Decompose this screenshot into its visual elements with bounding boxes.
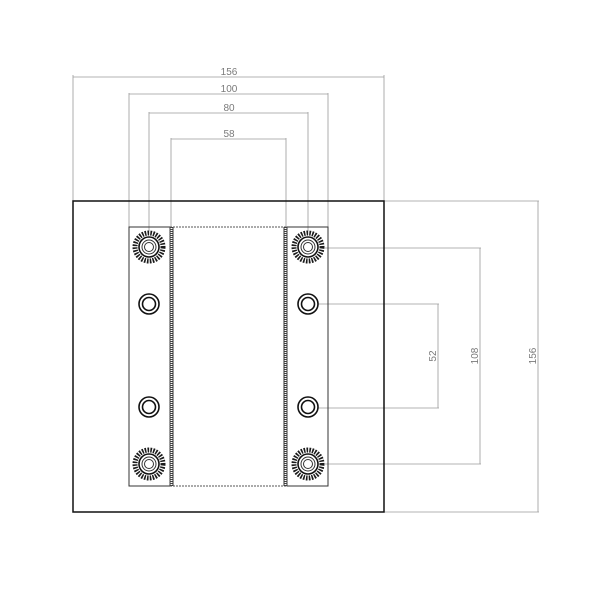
knurl-ring	[291, 230, 325, 264]
dim-label-58: 58	[223, 129, 235, 140]
dimension-inner-holes: 52	[318, 303, 439, 409]
dim-label-80: 80	[223, 103, 235, 114]
hole-mid-lower-right	[297, 396, 319, 418]
knurl-ring	[132, 230, 166, 264]
hole-inner-ring	[300, 239, 316, 255]
dimension-outer-height: 156	[384, 200, 539, 513]
left-mounting-strip	[128, 226, 171, 487]
top-dimensions: 156 100 80 58	[72, 67, 385, 231]
knurled-hole-top-right	[291, 230, 325, 264]
hole-bore	[144, 242, 154, 252]
mount-assembly	[128, 226, 329, 487]
hole-inner-ring	[300, 296, 316, 312]
hole-inner-ring	[300, 399, 316, 415]
hole-bore	[303, 459, 313, 469]
knurled-hole-bottom-right	[291, 447, 325, 481]
right-dimensions: 52 108 156	[318, 200, 539, 513]
hole-mid-upper-left	[138, 293, 160, 315]
base-plate	[72, 200, 385, 513]
dimension-inner-width: 58	[170, 129, 287, 227]
hole-mid-lower-left	[138, 396, 160, 418]
holes	[132, 230, 325, 481]
dim-label-108: 108	[470, 347, 481, 364]
hole-bore	[144, 459, 154, 469]
dimension-outer-holes: 108	[325, 247, 481, 465]
outer-plate-outline	[72, 200, 385, 513]
dimension-strip-outer: 100	[128, 84, 329, 227]
knurl-ring	[291, 447, 325, 481]
dimension-hole-spacing: 80	[148, 103, 309, 231]
hole-mid-upper-right	[297, 293, 319, 315]
knurled-hole-bottom-left	[132, 447, 166, 481]
knurled-hole-top-left	[132, 230, 166, 264]
hole-inner-ring	[300, 456, 316, 472]
hole-bore	[303, 242, 313, 252]
knurl-ring	[132, 447, 166, 481]
dim-label-156-right: 156	[528, 347, 539, 364]
dim-label-100: 100	[221, 84, 238, 95]
hole-inner-ring	[141, 296, 157, 312]
dim-label-52: 52	[428, 350, 439, 362]
right-mounting-strip	[286, 226, 329, 487]
hole-inner-ring	[141, 239, 157, 255]
hole-inner-ring	[141, 399, 157, 415]
dimension-outer-width: 156	[72, 67, 385, 201]
hole-inner-ring	[141, 456, 157, 472]
dim-label-156-top: 156	[221, 67, 238, 78]
